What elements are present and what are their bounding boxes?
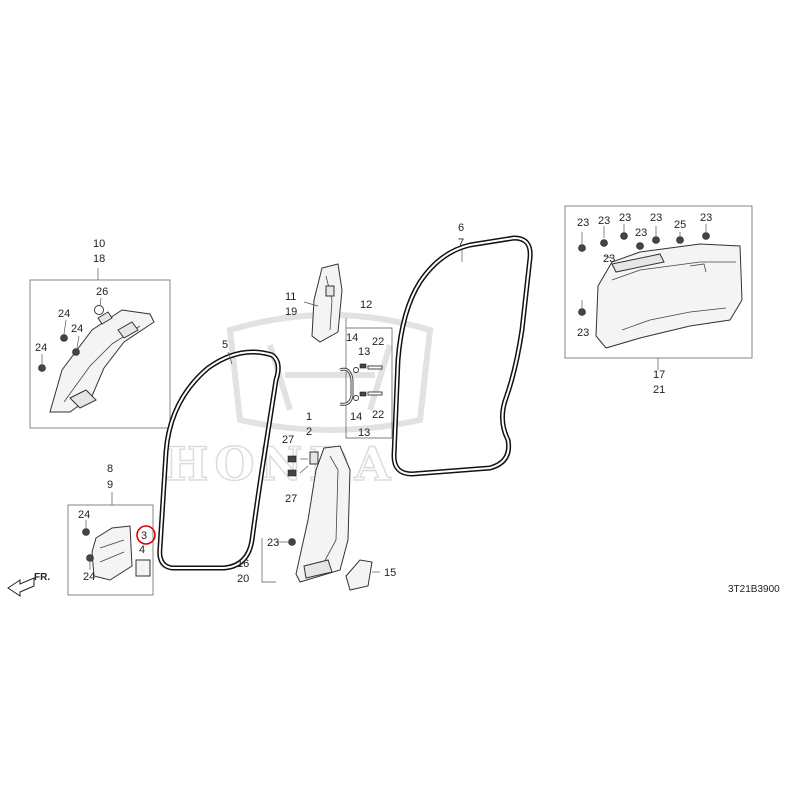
cap-icon: [353, 367, 359, 373]
screw-icon: [359, 391, 367, 397]
callout-22: 22: [372, 336, 384, 348]
callout-24: 24: [83, 571, 95, 583]
clip-icon: [636, 242, 644, 250]
pad-icon: [135, 559, 151, 577]
callout-1: 1: [306, 411, 312, 423]
group-8-9: [67, 492, 156, 596]
part-15-cover: [345, 559, 380, 591]
callout-23: 23: [619, 212, 631, 224]
callout-26: 26: [96, 286, 108, 298]
callout-27: 27: [285, 493, 297, 505]
callout-6: 6: [458, 222, 464, 234]
callout-20: 20: [237, 573, 249, 585]
front-pillar-trim: [49, 309, 155, 413]
callout-9: 9: [107, 479, 113, 491]
callout-23: 23: [700, 212, 712, 224]
clip-icon: [578, 308, 586, 316]
callout-17: 17: [653, 369, 665, 381]
callout-23: 23: [577, 327, 589, 339]
rear-door-weatherstrip: [391, 235, 533, 477]
fr-label: FR.: [34, 572, 50, 583]
front-direction-arrow: FR.: [7, 572, 50, 597]
diagram-code: 3T21B3900: [728, 584, 780, 595]
callout-8: 8: [107, 463, 113, 475]
clips-27: [287, 455, 309, 477]
callout-21: 21: [653, 384, 665, 396]
callout-5: 5: [222, 339, 228, 351]
rear-side-trim: [595, 243, 743, 349]
callout-14: 14: [346, 332, 358, 344]
callout-10: 10: [93, 238, 105, 250]
clip-icon: [287, 455, 297, 463]
clip-icon: [94, 305, 104, 315]
group-12: [339, 318, 393, 439]
callout-19: 19: [285, 306, 297, 318]
callout-23: 23: [577, 217, 589, 229]
callout-23: 23: [650, 212, 662, 224]
callout-23: 23: [267, 537, 279, 549]
group-10-18: [29, 268, 171, 429]
clip-icon: [288, 538, 296, 546]
lower-center-pillar-trim: [261, 445, 351, 583]
callout-23: 23: [635, 227, 647, 239]
clip-icon: [60, 334, 68, 342]
callout-24: 24: [35, 342, 47, 354]
kick-panel-trim: [91, 525, 133, 581]
callout-27: 27: [282, 434, 294, 446]
clip-icon: [702, 232, 710, 240]
callout-14: 14: [350, 411, 362, 423]
cap-icon: [353, 395, 359, 401]
clip-icon: [72, 348, 80, 356]
upper-center-pillar-trim: [303, 263, 343, 343]
callout-18: 18: [93, 253, 105, 265]
front-door-weatherstrip: [157, 349, 281, 571]
callout-13: 13: [358, 427, 370, 439]
callout-24: 24: [58, 308, 70, 320]
bolt-icon: [367, 365, 383, 370]
watermark-text: HONDA: [165, 437, 396, 491]
callout-11: 11: [285, 291, 296, 303]
watermark-logo: HONDA: [164, 312, 434, 492]
clip-icon: [652, 236, 660, 244]
callout-24: 24: [78, 509, 90, 521]
bolt-icon: [367, 391, 383, 396]
clip-icon: [578, 244, 586, 252]
clip-icon: [676, 236, 684, 244]
clip-icon: [600, 239, 608, 247]
clip-icon: [38, 364, 46, 372]
callout-23: 23: [603, 253, 615, 265]
callouts: 10 18 26 24 24 24 8 9 24 3 4 24 5 6 7 11…: [35, 212, 780, 595]
callout-15: 15: [384, 567, 396, 579]
clip-icon: [287, 469, 297, 477]
group-17-21: [564, 205, 753, 370]
callout-25: 25: [674, 219, 686, 231]
clip-icon: [86, 554, 94, 562]
screw-icon: [359, 363, 367, 369]
callout-3: 3: [141, 530, 147, 542]
callout-22: 22: [372, 409, 384, 421]
highlight-circle: [136, 525, 156, 545]
clip-icon: [620, 232, 628, 240]
arrow-icon: [7, 577, 35, 597]
callout-24: 24: [71, 323, 83, 335]
callout-4: 4: [139, 544, 145, 556]
callout-12: 12: [360, 299, 372, 311]
clip-icon: [82, 528, 90, 536]
callout-16: 16: [237, 558, 249, 570]
callout-13: 13: [358, 346, 370, 358]
callout-7: 7: [458, 237, 464, 249]
anchor-icon: [309, 451, 319, 465]
callout-23: 23: [598, 215, 610, 227]
callout-2: 2: [306, 426, 312, 438]
